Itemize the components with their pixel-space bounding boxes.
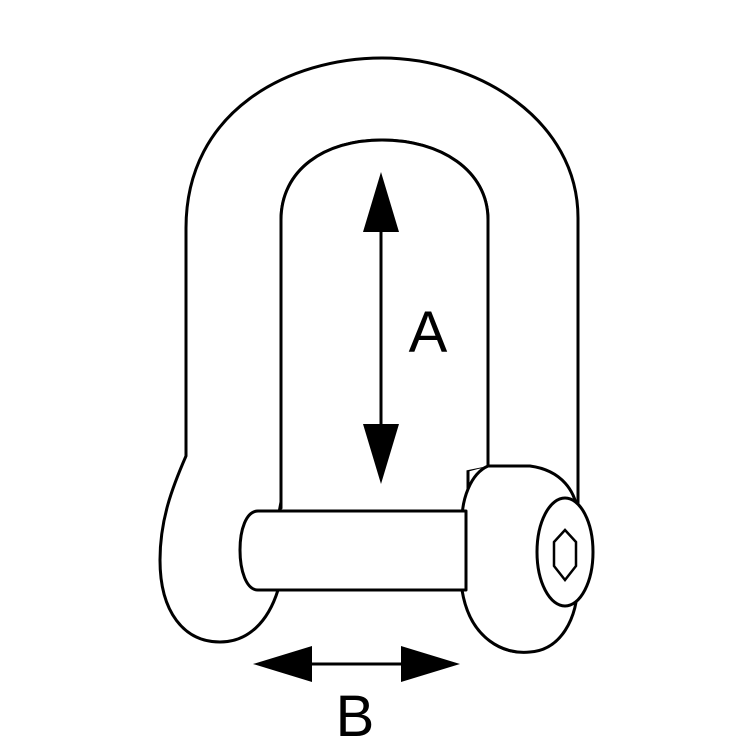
dimension-a-arrow-bottom: [363, 424, 399, 484]
shackle-inner-opening: [279, 138, 490, 510]
shackle-pin: [238, 509, 468, 592]
dimension-a-label: A: [409, 300, 448, 365]
dimension-b-label: B: [336, 684, 375, 749]
dimension-b-arrow-left: [253, 646, 312, 682]
hex-socket-icon: [552, 528, 578, 583]
dimension-a-arrow-top: [363, 172, 399, 232]
pin-head: [535, 496, 595, 608]
dimension-b-arrow-right: [401, 646, 460, 682]
